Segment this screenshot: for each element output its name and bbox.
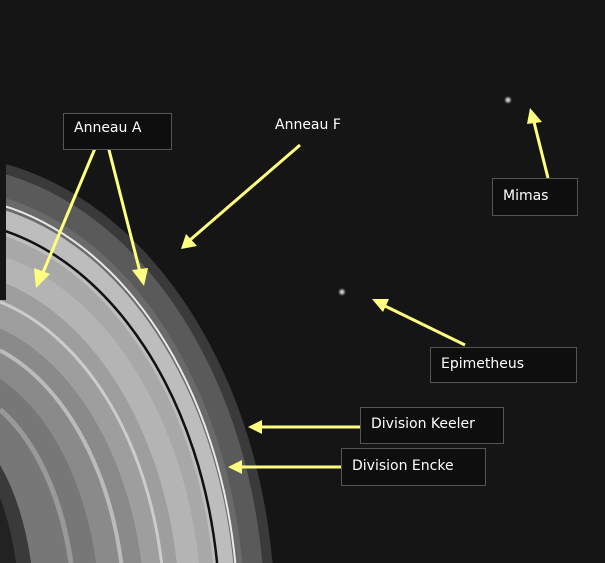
arrowhead xyxy=(527,108,542,124)
arrowhead xyxy=(372,299,389,312)
arrow-ring-f xyxy=(189,143,301,242)
arrows xyxy=(34,108,550,474)
arrowhead xyxy=(181,234,197,249)
rings xyxy=(0,162,273,563)
ring-ringlet xyxy=(0,300,164,563)
arrowhead xyxy=(132,268,148,286)
arrow-ring-a-1 xyxy=(40,145,98,276)
keeler-gap xyxy=(0,228,219,563)
epimetheus-moon xyxy=(338,288,346,296)
ring-ringlet xyxy=(0,348,124,563)
arrow-ring-a-2 xyxy=(106,145,142,273)
arrowhead xyxy=(248,420,262,434)
label-division-encke: Division Encke xyxy=(341,448,486,486)
arrowhead xyxy=(34,268,50,288)
ring-b-inner xyxy=(0,379,97,563)
left-edge-shadow xyxy=(0,0,6,300)
label-epimetheus: Epimetheus xyxy=(430,347,577,383)
label-division-keeler: Division Keeler xyxy=(360,407,504,444)
label-anneau-a: Anneau A xyxy=(63,113,172,150)
ring-ringlet xyxy=(0,407,74,563)
arrowhead xyxy=(228,460,242,474)
mimas-moon xyxy=(504,96,512,104)
arrow-epimetheus xyxy=(384,304,466,347)
label-anneau-f: Anneau F xyxy=(275,117,341,133)
ring-a-bright-edge xyxy=(0,203,237,563)
ring-c-inner xyxy=(0,497,17,563)
arrow-mimas xyxy=(532,121,550,179)
label-mimas: Mimas xyxy=(492,178,578,216)
